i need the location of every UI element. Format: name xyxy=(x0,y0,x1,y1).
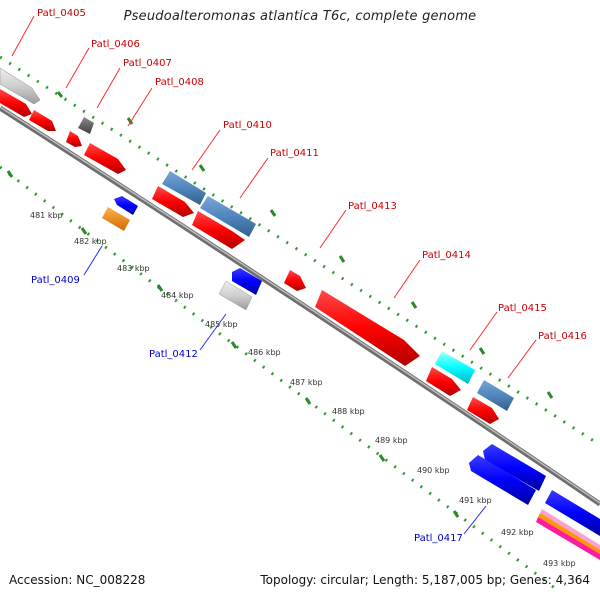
tick-label: 481 kbp xyxy=(30,211,63,220)
tick-label: 492 kbp xyxy=(501,528,534,537)
gene-patl-0416[interactable] xyxy=(467,397,499,424)
tick-label: 491 kbp xyxy=(459,496,492,505)
label-patl-0408[interactable]: Patl_0408 xyxy=(155,77,204,88)
outer-dotted-ring xyxy=(0,55,600,447)
tick-label: 486 kbp xyxy=(248,348,281,357)
genome-backbone-highlight xyxy=(0,106,600,504)
map-title: Pseudoalteromonas atlantica T6c, complet… xyxy=(123,9,477,24)
label-patl-0415[interactable]: Patl_0415 xyxy=(498,303,547,314)
gene-patl-0407[interactable] xyxy=(78,117,94,134)
gene-patl-0414[interactable] xyxy=(435,351,475,384)
gene-blue-e[interactable] xyxy=(545,490,600,536)
outer-major-ticks xyxy=(56,91,554,399)
gene-patl-0406[interactable] xyxy=(66,131,82,147)
gene-red-d[interactable] xyxy=(192,211,245,249)
gene-blue-c[interactable] xyxy=(483,444,546,491)
label-leaders-forward xyxy=(11,15,537,379)
tick-label: 488 kbp xyxy=(332,407,365,416)
label-patl-0405[interactable]: Patl_0405 xyxy=(37,8,86,19)
gene-patl-0417[interactable] xyxy=(469,455,536,505)
label-leaders-reverse xyxy=(83,245,487,535)
topology-text: Topology: circular; Length: 5,187,005 bp… xyxy=(260,573,590,587)
tick-label: 485 kbp xyxy=(205,320,238,329)
gene-patl-0410[interactable] xyxy=(162,171,206,205)
gene-red-f[interactable] xyxy=(426,367,461,396)
label-patl-0417[interactable]: Patl_0417 xyxy=(414,533,463,544)
gene-red-a[interactable] xyxy=(0,89,32,117)
gene-patl-0411[interactable] xyxy=(200,196,256,237)
gene-patl-0413[interactable] xyxy=(315,290,420,366)
gene-patl-0409[interactable] xyxy=(102,207,130,231)
label-patl-0410[interactable]: Patl_0410 xyxy=(223,120,272,131)
genome-backbone xyxy=(0,105,600,507)
label-patl-0416[interactable]: Patl_0416 xyxy=(538,331,587,342)
inner-major-ticks xyxy=(6,170,460,518)
gene-blue-b[interactable] xyxy=(232,268,262,295)
label-patl-0411[interactable]: Patl_0411 xyxy=(270,148,319,159)
tick-label: 484 kbp xyxy=(161,291,194,300)
gene-patl-0408[interactable] xyxy=(84,143,126,174)
label-patl-0409[interactable]: Patl_0409 xyxy=(31,275,80,286)
accession-text: Accession: NC_008228 xyxy=(9,573,146,587)
label-patl-0407[interactable]: Patl_0407 xyxy=(123,58,172,69)
gene-red-e[interactable] xyxy=(284,270,306,291)
gene-stack-bottom-right[interactable] xyxy=(536,509,600,560)
gene-red-b[interactable] xyxy=(29,110,56,131)
tick-label: 490 kbp xyxy=(417,466,450,475)
tick-label: 493 kbp xyxy=(543,559,576,568)
gene-red-c[interactable] xyxy=(152,186,194,217)
gene-patl-0412[interactable] xyxy=(218,280,253,311)
label-patl-0412[interactable]: Patl_0412 xyxy=(149,349,198,360)
tick-label: 483 kbp xyxy=(117,264,150,273)
label-patl-0406[interactable]: Patl_0406 xyxy=(91,39,140,50)
tick-label: 482 kbp xyxy=(74,237,107,246)
gene-patl-0405[interactable] xyxy=(0,67,41,105)
tick-label: 489 kbp xyxy=(375,436,408,445)
gene-blue-a[interactable] xyxy=(114,196,138,215)
tick-label: 487 kbp xyxy=(290,378,323,387)
gene-patl-0415[interactable] xyxy=(477,380,514,411)
label-patl-0413[interactable]: Patl_0413 xyxy=(348,201,397,212)
label-patl-0414[interactable]: Patl_0414 xyxy=(422,250,471,261)
